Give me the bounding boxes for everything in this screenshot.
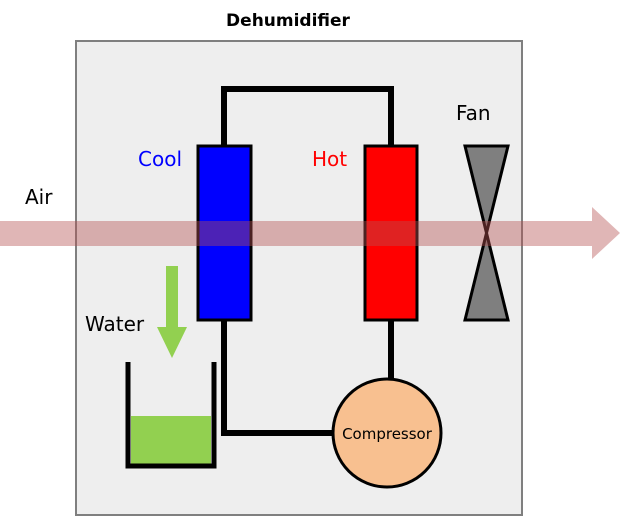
water-label: Water xyxy=(85,312,145,336)
pipe-top xyxy=(221,86,394,146)
water-arrow-head xyxy=(157,327,187,358)
water-container xyxy=(125,362,217,469)
cool-label: Cool xyxy=(138,147,182,171)
cool-coil xyxy=(196,144,253,322)
fan-icon xyxy=(463,144,510,322)
water-arrow-shaft xyxy=(166,266,178,328)
air-flow-arrow xyxy=(0,207,620,259)
compressor-label: Compressor xyxy=(342,425,433,443)
hot-label: Hot xyxy=(312,147,347,171)
pipe-cool-to-compressor xyxy=(221,320,333,436)
air-label: Air xyxy=(25,185,53,209)
compressor xyxy=(331,377,443,489)
hot-coil xyxy=(363,144,419,322)
water-level xyxy=(131,416,211,464)
diagram-title: Dehumidifier xyxy=(226,11,351,31)
fan-label: Fan xyxy=(456,101,491,125)
